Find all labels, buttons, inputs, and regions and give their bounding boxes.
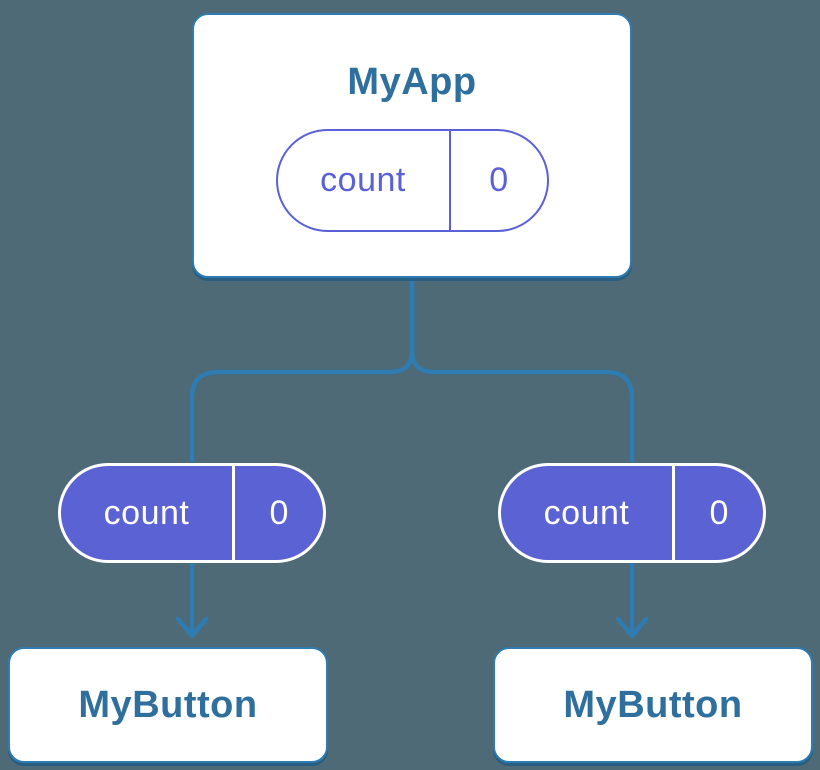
state-pill-root-name: count bbox=[320, 161, 406, 199]
pill-divider bbox=[448, 131, 451, 230]
state-pill-root-value: 0 bbox=[489, 161, 509, 199]
pill-divider bbox=[672, 466, 675, 560]
node-myapp-label: MyApp bbox=[347, 61, 477, 103]
prop-pill-right-value: 0 bbox=[709, 493, 729, 532]
node-myapp: MyApp count 0 bbox=[192, 13, 632, 278]
connector-left-branch bbox=[189, 273, 415, 464]
prop-pill-left: count 0 bbox=[58, 463, 326, 563]
node-mybutton-left-label: MyButton bbox=[78, 683, 258, 726]
prop-pill-left-name: count bbox=[103, 493, 190, 532]
state-pill-root: count 0 bbox=[275, 129, 549, 232]
node-mybutton-right-label: MyButton bbox=[563, 683, 743, 726]
right-arrowhead-icon bbox=[615, 616, 649, 639]
node-mybutton-right: MyButton bbox=[493, 647, 813, 763]
prop-pill-left-value: 0 bbox=[269, 493, 289, 532]
connector-right-branch bbox=[409, 273, 635, 464]
left-arrowhead-icon bbox=[175, 616, 209, 639]
node-mybutton-left: MyButton bbox=[8, 647, 328, 763]
prop-pill-right-name: count bbox=[543, 493, 630, 532]
pill-divider bbox=[232, 466, 235, 560]
prop-pill-right: count 0 bbox=[498, 463, 766, 563]
